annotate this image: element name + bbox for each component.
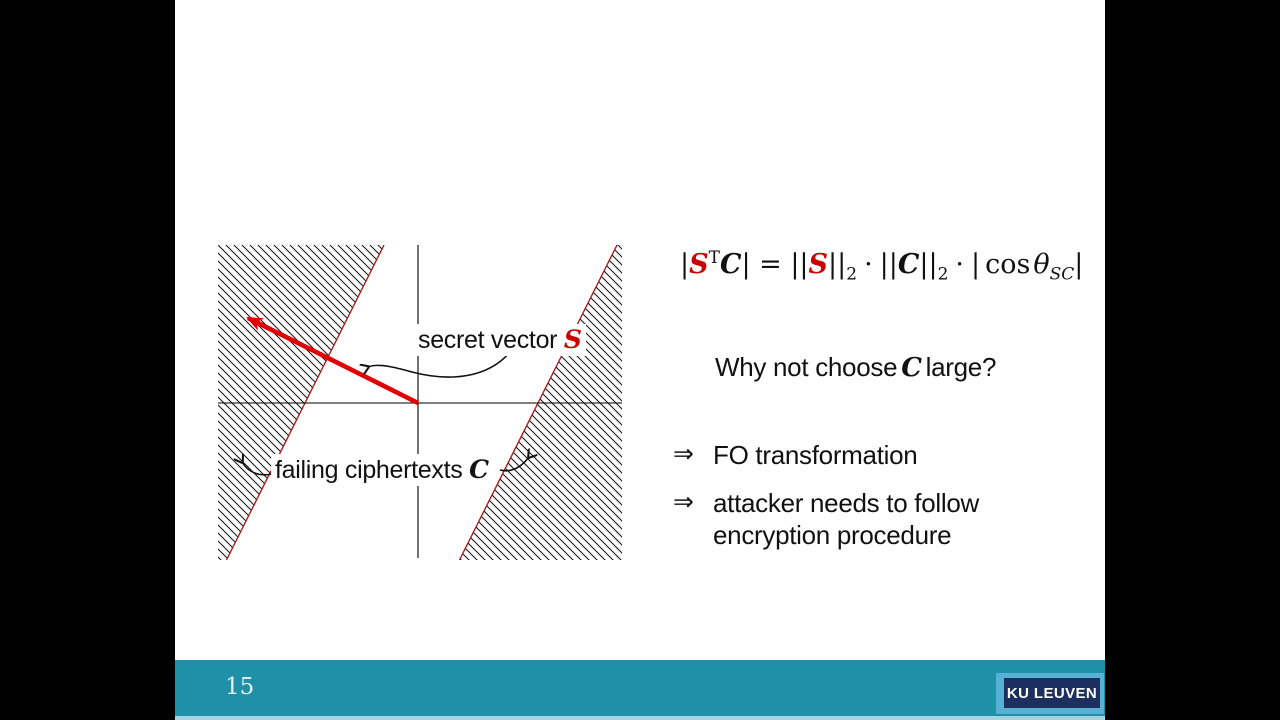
formula-theta-subscript: SC [1049,264,1075,285]
failing-ciphertexts-symbol: C [469,455,489,484]
bullet-fo-transformation: ⇒ FO transformation [673,439,918,471]
bullet-attacker-follow-line1: attacker needs to follow [713,488,979,518]
bullet-fo-transformation-text: FO transformation [713,440,918,470]
implies-icon: ⇒ [673,488,694,516]
failing-ciphertexts-diagram [218,245,622,560]
formula-norm-bars: || [828,249,847,280]
bullet-attacker-follow-line2: encryption procedure [713,520,952,550]
bullet-attacker-follow: ⇒ attacker needs to follow encryption pr… [673,487,979,551]
ku-leuven-logo: KU LEUVEN [996,673,1104,714]
failing-ciphertexts-label: failing ciphertexts C [271,454,493,486]
formula-sub2a: 2 [846,264,858,285]
formula-norm-bars3: || [919,249,938,280]
formula-C-norm: C [897,249,920,280]
formula-cdot2: · [955,249,964,280]
formula-theta: θ [1033,249,1050,280]
failing-ciphertexts-label-text: failing ciphertexts [275,456,463,484]
slide-canvas: secret vector S failing ciphertexts C |S… [175,0,1105,720]
footer-bar: 15 KU LEUVEN [175,660,1105,716]
page-number: 15 [225,674,255,700]
formula-bar3: | [1074,249,1084,280]
formula-transpose: T [708,248,720,268]
why-question-pre: Why not choose [715,352,898,382]
formula-cos: cos [985,249,1031,280]
why-question-C: C [901,353,922,383]
why-question-post: large? [925,352,997,382]
ku-leuven-logo-text: KU LEUVEN [1006,684,1098,702]
implies-icon: ⇒ [673,440,694,468]
formula-bar: | [680,249,690,280]
formula-equals: | = || [741,249,809,280]
failing-right-pointer [499,457,529,472]
failing-left-pointer [242,462,273,476]
formula-sub2b: 2 [937,264,949,285]
secret-vector-arrow [246,315,420,406]
formula-C: C [719,249,742,280]
formula-norm-bars2: || [879,249,898,280]
formula-S-norm: S [808,249,829,280]
secret-label-pointer [368,351,511,378]
ku-leuven-logo-inner: KU LEUVEN [1004,678,1100,708]
secret-vector-label: secret vector S [414,324,586,356]
formula-bar2: | [970,249,981,280]
formula-S: S [689,249,709,280]
formula-cdot1: · [864,249,873,280]
secret-vector-label-text: secret vector [418,326,558,354]
secret-vector-symbol: S [563,325,582,354]
footer-accent-strip [175,716,1105,720]
